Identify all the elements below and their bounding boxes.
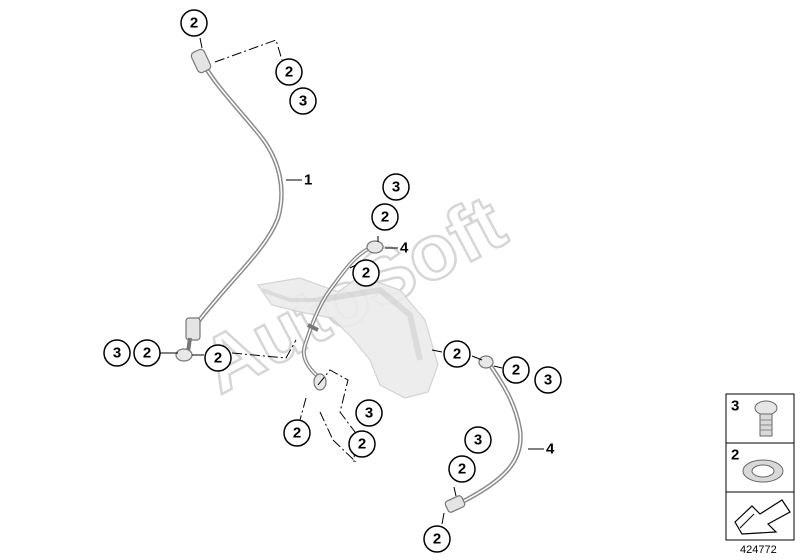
callout-c12: 3 [534, 366, 562, 394]
callout-c07: 3 [103, 339, 131, 367]
diagram-id: 424772 [740, 544, 777, 556]
callout-c06: 2 [352, 259, 380, 287]
banjo-bolt-icon [754, 400, 778, 437]
parts-legend: 3 2 [725, 393, 795, 541]
part-label-4-center: 4 [400, 240, 409, 257]
svg-text:2: 2 [214, 350, 222, 367]
callout-c03: 3 [289, 87, 317, 115]
svg-text:2: 2 [190, 15, 198, 32]
dash-dot-lines [214, 39, 357, 463]
legend-num-0: 3 [731, 398, 739, 415]
callout-c17: 2 [448, 455, 476, 483]
callout-c15: 2 [348, 430, 376, 458]
svg-text:3: 3 [299, 93, 307, 110]
brake-pipe-4 [301, 240, 384, 391]
svg-text:3: 3 [392, 179, 400, 196]
svg-text:3: 3 [544, 372, 552, 389]
svg-text:2: 2 [285, 64, 293, 81]
callout-c09: 2 [204, 344, 232, 372]
callout-c14: 3 [355, 399, 383, 427]
svg-text:2: 2 [512, 362, 520, 379]
part-label-1: 1 [304, 172, 312, 189]
callout-c01: 2 [180, 9, 208, 37]
part-label-4-lower: 4 [546, 441, 555, 458]
svg-text:2: 2 [458, 461, 466, 478]
arrow-icon [734, 499, 791, 535]
brake-hose-4 [444, 355, 523, 513]
svg-text:2: 2 [381, 209, 389, 226]
callout-c11: 2 [502, 356, 530, 384]
legend-num-1: 2 [731, 447, 739, 464]
svg-text:3: 3 [474, 432, 482, 449]
svg-text:2: 2 [293, 425, 301, 442]
callout-c08: 2 [133, 339, 161, 367]
frame-part [256, 275, 439, 399]
svg-text:2: 2 [362, 265, 370, 282]
callout-c18: 2 [423, 525, 451, 553]
sealing-ring-icon [742, 459, 784, 483]
svg-text:2: 2 [433, 531, 441, 548]
svg-text:2: 2 [358, 436, 366, 453]
svg-text:3: 3 [365, 405, 373, 422]
leader-lines [160, 37, 544, 525]
callout-c10: 2 [443, 340, 471, 368]
callout-c05: 2 [371, 203, 399, 231]
callout-c04: 3 [382, 173, 410, 201]
callout-c02: 2 [275, 58, 303, 86]
svg-text:2: 2 [453, 346, 461, 363]
svg-text:2: 2 [143, 345, 151, 362]
callout-c16: 3 [464, 426, 492, 454]
callouts: 2 2 3 3 2 2 3 2 2 2 2 3 2 3 2 3 2 2 [103, 9, 562, 553]
brake-hose-1 [175, 48, 284, 362]
callout-c13: 2 [283, 419, 311, 447]
svg-text:3: 3 [113, 345, 121, 362]
